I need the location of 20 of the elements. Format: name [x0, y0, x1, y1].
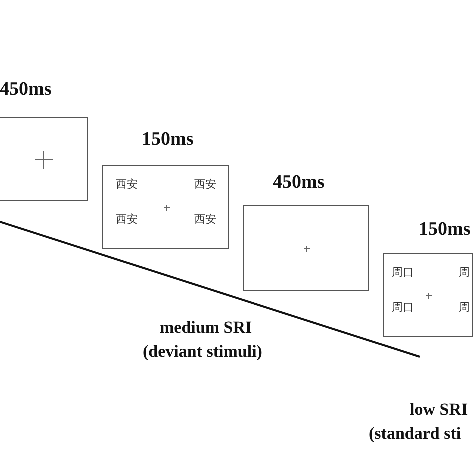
duration-label: 150ms: [142, 129, 194, 151]
stimulus-word: 西安: [116, 176, 138, 192]
condition-label: low SRI: [410, 400, 468, 420]
duration-label: 450ms: [273, 172, 325, 194]
stimulus-word: 周口: [392, 264, 414, 280]
stimulus-screen: [383, 253, 473, 337]
duration-label: 150ms: [419, 219, 471, 241]
stimulus-word: 西安: [194, 176, 217, 192]
stimulus-word: 西安: [116, 212, 138, 228]
condition-label: medium SRI: [160, 318, 252, 338]
condition-label: (deviant stimuli): [143, 342, 262, 362]
stimulus-word: 周: [459, 264, 470, 280]
stimulus-word: 西安: [194, 212, 217, 228]
fixation-screen: [243, 205, 369, 291]
stimulus-word: 周口: [392, 300, 414, 316]
stimulus-word: 周: [459, 300, 470, 316]
stimulus-screen: [102, 165, 229, 249]
duration-label: 450ms: [0, 79, 52, 101]
fixation-screen: [0, 117, 88, 201]
condition-label: (standard sti: [369, 424, 462, 444]
